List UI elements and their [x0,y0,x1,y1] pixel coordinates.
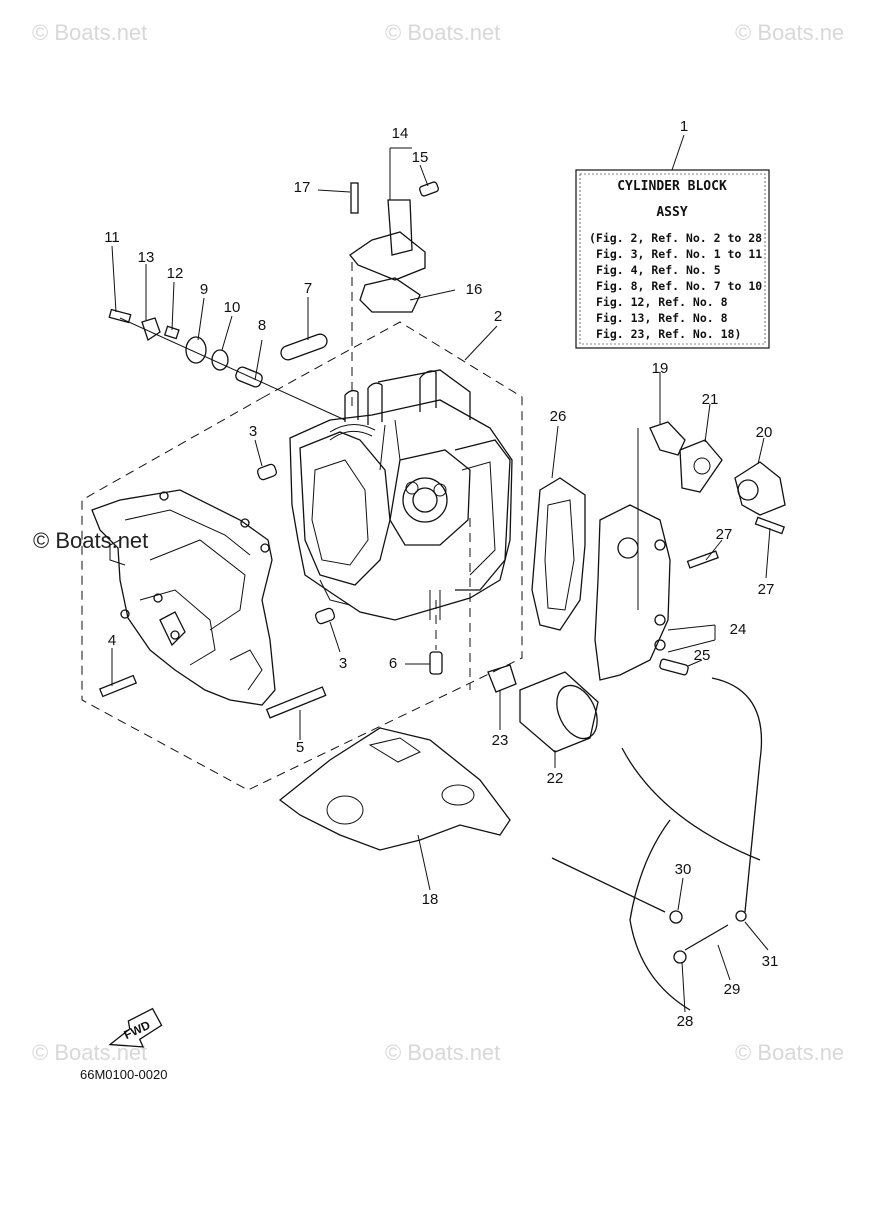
callout: 5 [296,739,304,756]
assembly-info-box: CYLINDER BLOCK ASSY (Fig. 2, Ref. No. 2 … [575,169,770,349]
info-box-ref: Fig. 12, Ref. No. 8 [596,295,728,309]
callout: 19 [652,360,669,377]
gasket-18 [278,727,511,851]
callout: 30 [675,861,692,878]
info-box-ref: (Fig. 2, Ref. No. 2 to 28 [589,231,762,245]
callout: 8 [258,317,266,334]
callout: 9 [200,281,208,298]
diagram-code: 66M0100-0020 [80,1067,167,1082]
callout: 3 [249,423,257,440]
callout: 12 [167,265,184,282]
callout: 23 [492,732,509,749]
callout: 17 [294,179,311,196]
info-box-subtitle: ASSY [656,205,687,220]
info-box-ref: Fig. 8, Ref. No. 7 to 10 [596,279,762,293]
watermark: © Boats.ne [735,20,844,45]
info-box-ref: Fig. 23, Ref. No. 18) [596,327,741,341]
callout: 10 [224,299,241,316]
callout: 22 [547,770,564,787]
info-box-ref: Fig. 4, Ref. No. 5 [596,263,721,277]
thermostat-parts [637,421,786,610]
watermark: © Boats.net [385,1040,500,1065]
callout: 18 [422,891,439,908]
callout: 29 [724,981,741,998]
watermark: © Boats.net [33,528,148,553]
oil-filter [487,664,599,753]
callout: 25 [694,647,711,664]
cylinder-block [289,369,513,621]
top-cover [349,147,426,313]
fwd-label: FWD [122,1018,153,1042]
info-box-ref: Fig. 13, Ref. No. 8 [596,311,728,325]
callout: 13 [138,249,155,266]
callout: 4 [108,632,116,649]
assembly-outline [81,321,523,791]
crankcase [91,489,276,706]
callout: 1 [680,118,688,135]
callout: 6 [389,655,397,672]
callout: 27 [716,526,733,543]
callout: 21 [702,391,719,408]
callout: 3 [339,655,347,672]
gasket-26 [531,477,586,631]
callout: 11 [104,229,120,246]
callout: 2 [494,308,502,325]
small-parts [98,181,786,719]
callout: 14 [392,125,409,142]
watermark: © Boats.ne [735,1040,844,1065]
exhaust-cover [594,504,671,681]
watermark: © Boats.net [385,20,500,45]
callout: 31 [762,953,779,970]
callout: 7 [304,280,312,297]
callout: 15 [412,149,429,166]
callout: 26 [550,408,567,425]
callout: 20 [756,424,773,441]
info-box-title: CYLINDER BLOCK [617,179,727,194]
leader-lines [111,164,771,1013]
info-box-ref: Fig. 3, Ref. No. 1 to 11 [596,247,762,261]
callout: 27 [758,581,775,598]
watermark: © Boats.net [32,1040,147,1065]
watermark: © Boats.net [32,20,147,45]
hoses [551,677,763,1011]
callout: 28 [677,1013,694,1030]
callout: 24 [730,621,747,638]
callout: 16 [466,281,483,298]
callout-numbers: 1 2 3 3 4 5 6 7 8 9 10 11 12 13 14 15 16… [104,118,778,1030]
